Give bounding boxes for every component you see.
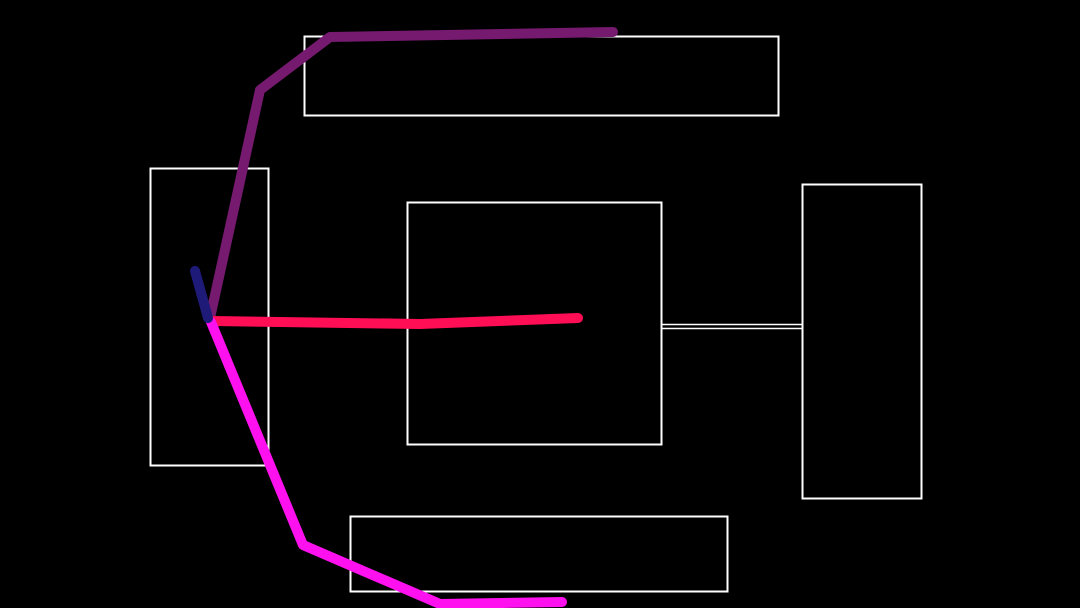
red-path <box>207 313 583 329</box>
right-tall-box <box>801 183 923 500</box>
purple-path <box>205 27 618 323</box>
connector <box>661 323 802 330</box>
navy-path <box>190 266 213 323</box>
bottom-wide-box <box>349 515 729 593</box>
magenta-path <box>206 317 567 608</box>
